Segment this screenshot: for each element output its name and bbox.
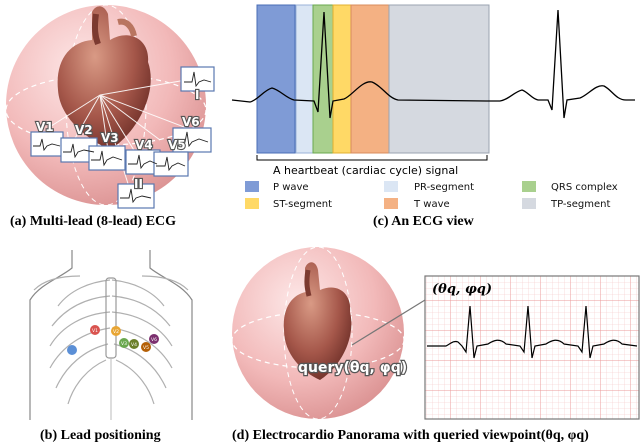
panel-a-lead-traces [33, 71, 212, 204]
lead-label-i: I [195, 88, 199, 102]
caption-b: (b) Lead positioning [40, 428, 161, 443]
legend-label-tp: TP-segment [550, 199, 610, 210]
torso-outline [29, 250, 193, 420]
heartbeat-label: A heartbeat (cardiac cycle) signal [273, 164, 458, 177]
legend-label-qrs: QRS complex [551, 182, 618, 193]
lead-label-v1: V1 [36, 120, 54, 134]
queried-ecg-view [424, 275, 640, 420]
segment-t [350, 4, 390, 154]
caption-d: (d) Electrocardio Panorama with queried … [232, 428, 589, 443]
electrode-label-v3: V3 [121, 341, 127, 347]
electrode-v6 [149, 334, 159, 344]
panel-d-electrocardio-panorama: query(θq, φq) (θq, φq) (d) Electrocardio… [231, 246, 640, 443]
electrode-v2 [111, 326, 121, 336]
electrode-v1 [90, 325, 100, 335]
lead-label-v6: V6 [182, 115, 200, 129]
panel-d-heart [283, 262, 352, 380]
electrode-v3 [119, 338, 129, 348]
panel-c-ecg-signal [231, 9, 635, 119]
sternum [105, 277, 117, 359]
caption-c: (c) An ECG view [373, 214, 475, 229]
query-label: query(θq, φq) [298, 360, 407, 376]
panel-c-brace [256, 155, 488, 161]
lead-label-v2: V2 [75, 123, 93, 137]
legend-label-st: ST-segment [273, 199, 332, 210]
panel-c-ecg-view: A heartbeat (cardiac cycle) signal P wav… [231, 4, 635, 229]
caption-a: (a) Multi-lead (8-lead) ECG [10, 214, 176, 229]
panel-a-heart [57, 6, 151, 150]
legend-label-t: T wave [413, 199, 450, 210]
segment-st [332, 4, 352, 154]
panel-a-multilead-ecg: V1 V2 V3 V4 V5 V6 I II (a) Multi-lead (8… [5, 4, 215, 229]
query-pointer [351, 299, 426, 346]
electrode-v5 [141, 342, 151, 352]
legend-swatch-st [245, 198, 259, 209]
electrode-ground [67, 345, 77, 355]
panel-d-meridian [283, 246, 353, 420]
legend-swatch-tp [522, 198, 536, 209]
legend-swatch-pr [384, 181, 398, 192]
electrode-label-v4: V4 [131, 342, 137, 348]
lead-label-v3: V3 [101, 131, 119, 145]
panel-b-lead-positioning: V1 V2 V3 V4 V5 V6 (b) Lead positioning [29, 250, 193, 443]
legend-label-p-wave: P wave [273, 182, 309, 193]
electrode-label-v5: V5 [143, 345, 149, 351]
segment-pr [295, 4, 314, 154]
segment-p-wave [256, 4, 296, 154]
lead-label-v4: V4 [135, 138, 153, 152]
panel-a-projection-lines [47, 79, 193, 191]
electrode-label-v2: V2 [113, 329, 119, 335]
electrode-v4 [129, 339, 139, 349]
lead-label-ii: II [134, 177, 143, 191]
legend-label-pr: PR-segment [414, 182, 474, 193]
legend-swatch-t [384, 198, 398, 209]
segment-tp [388, 4, 490, 154]
panel-d-equator [231, 311, 405, 369]
panel-c-legend: P wave PR-segment QRS complex ST-segment… [245, 181, 618, 210]
queried-ecg-trace [427, 305, 638, 359]
electrodes: V1 V2 V3 V4 V5 V6 [67, 325, 159, 355]
legend-swatch-p-wave [245, 181, 259, 192]
lead-label-v5: V5 [168, 138, 186, 152]
panel-c-segments [256, 4, 490, 154]
legend-swatch-qrs [522, 181, 536, 192]
electrode-label-v6: V6 [151, 337, 157, 343]
panel-a-lead-labels: V1 V2 V3 V4 V5 V6 I II [35, 87, 201, 192]
view-angle-label: (θq, φq) [432, 282, 492, 297]
panel-a-lead-boxes [30, 66, 215, 209]
electrode-label-v1: V1 [92, 328, 98, 334]
